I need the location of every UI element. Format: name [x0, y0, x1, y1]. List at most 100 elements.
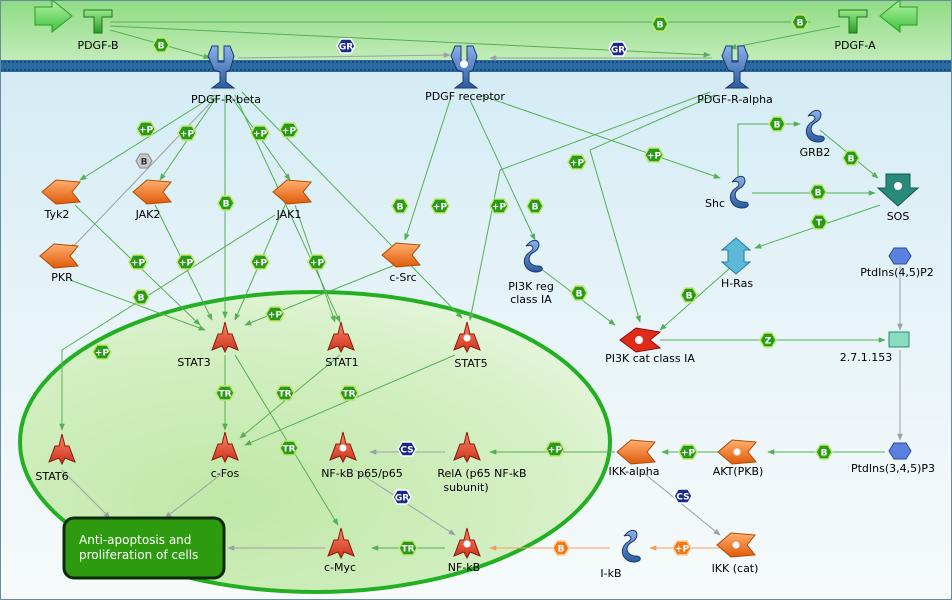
node-nfkb[interactable]: NF-kB	[448, 527, 481, 574]
node-rela[interactable]: RelA (p65 NF-kB subunit)	[437, 431, 527, 494]
transcription-factor-icon	[211, 431, 239, 464]
edge-alpha-stat5	[468, 91, 711, 321]
badge-p-8: +P	[644, 147, 664, 163]
transcription-factor-icon	[327, 527, 355, 560]
complex-marker-icon	[894, 182, 902, 190]
cell-membrane	[0, 60, 952, 72]
node-pdgfr-alpha[interactable]: PDGF-R-alpha	[697, 45, 773, 106]
badge-b-1: B	[152, 37, 170, 53]
badge-b-3: B	[791, 14, 809, 30]
edge-stat6-outcome	[61, 469, 111, 519]
pdgf-b-inflow-arrow-icon	[34, 0, 73, 34]
badge-label: +P	[179, 259, 194, 269]
badge-label: B	[576, 290, 583, 300]
node-label: subunit)	[443, 481, 488, 494]
node-ptdins45p2[interactable]: PtdIns(4,5)P2	[860, 247, 934, 279]
node-label: STAT1	[325, 356, 358, 369]
badge-p-2: +P	[177, 125, 197, 141]
node-pi3k-cat[interactable]: PI3K cat class IA	[605, 327, 695, 365]
enzyme-icon	[888, 331, 910, 348]
node-stat5[interactable]: STAT5	[453, 321, 488, 370]
node-sos[interactable]: SOS	[876, 173, 920, 223]
badge-b-10: B	[132, 289, 150, 305]
node-label: PDGF-R-alpha	[697, 93, 773, 106]
node-jak2[interactable]: JAK2	[132, 179, 172, 221]
complex-marker-icon	[339, 444, 347, 452]
complex-marker-icon	[635, 336, 643, 344]
node-label: STAT3	[177, 356, 210, 369]
node-label: JAK2	[135, 208, 161, 221]
node-label: JAK1	[276, 208, 302, 221]
badge-label: +P	[548, 446, 563, 456]
gtpase-icon	[720, 237, 752, 275]
node-jak1[interactable]: JAK1	[272, 179, 312, 221]
node-label: PDGF receptor	[425, 90, 505, 103]
badge-label: +P	[282, 127, 297, 137]
badge-label: B	[686, 292, 693, 302]
badge-p-15: +P	[545, 441, 565, 457]
badge-p-12: +P	[307, 254, 327, 270]
node-akt[interactable]: AKT(PKB)	[713, 439, 764, 478]
complex-marker-icon	[733, 448, 741, 456]
node-cfos[interactable]: c-Fos	[211, 431, 240, 480]
node-ptdins345p3[interactable]: PtdIns(3,4,5)P3	[851, 442, 935, 475]
node-label: 2.7.1.153	[840, 351, 892, 364]
node-ikb[interactable]: I-kB	[600, 529, 641, 580]
kinase-icon	[616, 439, 656, 465]
badge-label: B	[223, 200, 230, 210]
edge-rec-shc	[479, 94, 721, 179]
badges: B B B GR GR +P +P +P +P B B B +P +P B +P…	[92, 14, 860, 556]
node-grb2[interactable]: GRB2	[800, 109, 831, 159]
edge-cfos-outcome	[164, 474, 221, 519]
kinase-icon	[132, 179, 172, 205]
badge-b-gray: B	[135, 153, 153, 169]
compound-icon	[888, 247, 912, 265]
badge-b-13: B	[815, 444, 833, 460]
complex-marker-icon	[732, 541, 740, 549]
node-csrc[interactable]: c-Src	[381, 242, 421, 284]
badge-b-5: B	[391, 198, 409, 214]
badge-b-11: B	[570, 285, 588, 301]
node-label: PKR	[51, 271, 73, 284]
badge-b-4: B	[217, 195, 235, 211]
node-stat3[interactable]: STAT3	[177, 321, 239, 369]
badge-p-16: +P	[678, 444, 698, 460]
node-ikk-alpha[interactable]: IKK-alpha	[609, 439, 660, 478]
badge-b-9: B	[809, 184, 827, 200]
node-ikk-cat[interactable]: IKK (cat)	[712, 532, 759, 575]
node-pdgf-receptor[interactable]: PDGF receptor	[425, 45, 505, 103]
node-stat6[interactable]: STAT6	[35, 433, 76, 483]
receptor-icon	[207, 45, 236, 89]
adaptor-icon	[621, 529, 641, 563]
node-label: PDGF-A	[834, 39, 876, 52]
node-label: NF-kB p65/p65	[321, 467, 403, 480]
node-pdgfr-beta[interactable]: PDGF-R-beta	[191, 45, 261, 106]
outcome-box[interactable]: Anti-apoptosis and proliferation of cell…	[62, 516, 226, 580]
badge-label: B	[141, 158, 148, 168]
node-label: PI3K cat class IA	[605, 352, 695, 365]
badge-gr-2: GR	[608, 41, 628, 57]
badge-p-4: +P	[279, 122, 299, 138]
node-hras[interactable]: H-Ras	[720, 237, 753, 290]
node-shc[interactable]: Shc	[705, 175, 749, 210]
kinase-icon	[381, 242, 421, 268]
badge-p-orange: +P	[672, 540, 692, 556]
badge-p-13: +P	[265, 306, 285, 322]
node-pdgf-a[interactable]: PDGF-A	[834, 9, 876, 52]
badge-b-6: B	[526, 198, 544, 214]
node-stat1[interactable]: STAT1	[325, 321, 359, 369]
node-label: Shc	[705, 197, 725, 210]
badge-tr-3: TR	[339, 385, 359, 401]
badge-p-6: +P	[489, 198, 509, 214]
node-tyk2[interactable]: Tyk2	[41, 179, 81, 221]
node-label: SOS	[887, 210, 910, 223]
node-pdgf-b[interactable]: PDGF-B	[77, 9, 119, 52]
node-pi3k-reg[interactable]: PI3K reg class IA	[508, 239, 554, 306]
node-pkr[interactable]: PKR	[39, 243, 79, 284]
node-nfkb-p65[interactable]: NF-kB p65/p65	[321, 431, 403, 480]
badge-label: TR	[282, 445, 295, 455]
adaptor-icon	[523, 239, 543, 273]
node-cmyc[interactable]: c-Myc	[324, 527, 356, 574]
complex-marker-icon	[463, 540, 471, 548]
node-enzyme[interactable]: 2.7.1.153	[840, 331, 910, 364]
